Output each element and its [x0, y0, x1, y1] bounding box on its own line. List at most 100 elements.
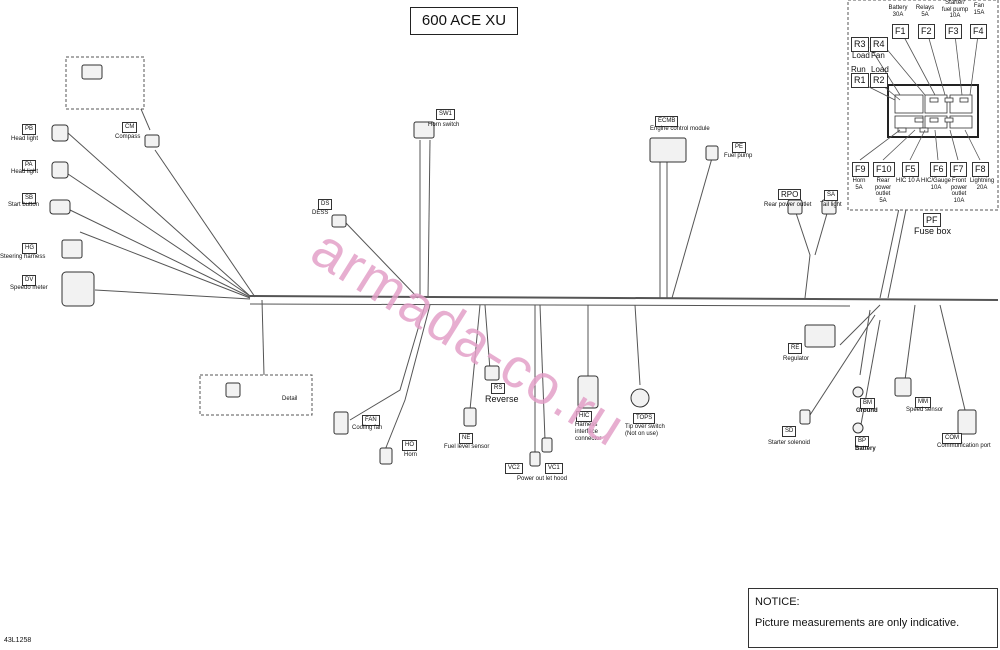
fuse-f2-rating: Relays 5A [915, 5, 935, 18]
wire-detail [261, 299, 265, 376]
detail-sketch [225, 382, 241, 398]
connector-pb-shape [51, 124, 69, 142]
connector-hg-shape [61, 239, 83, 259]
wire-rs [484, 304, 491, 371]
tag-bp: BP [855, 436, 870, 447]
tag-fan: FAN [362, 415, 380, 426]
label-battery: Battery [855, 446, 876, 452]
tag-pf: PF [923, 213, 941, 227]
drawing-reference: 43L1258 [4, 637, 32, 644]
relay-r3-label: Load [852, 51, 870, 60]
tag-dv: DV [22, 275, 37, 286]
label-tip-over-switch: Tip over switch (Not on use) [625, 424, 665, 437]
label-head-light-pa: Head light [11, 169, 39, 175]
fuse-f10-rating: Rear power outlet 5A [874, 178, 892, 204]
tag-sb: SB [22, 193, 37, 204]
fuse-f4-rating: Fan 15A [973, 3, 985, 16]
connector-vc1-shape [541, 437, 553, 453]
connector-ne-shape [463, 407, 477, 427]
connector-cm-shape [144, 134, 160, 148]
wire-sa [814, 209, 829, 256]
label-cooling-fan: Cooling fan [352, 425, 383, 431]
relay-r2: R2 [870, 73, 888, 88]
label-starter-solenoid: Starter solenoid [768, 440, 811, 446]
connector-re-shape [804, 324, 836, 348]
tag-pb: PB [22, 124, 37, 135]
connector-compass-detail-shape [81, 64, 103, 80]
relay-r2-label: Load [871, 65, 889, 74]
tag-ds: DS [318, 199, 333, 210]
connector-bp-shape [852, 422, 864, 434]
label-engine-control-module: Engine control module [650, 126, 710, 132]
wire-ho [384, 304, 431, 451]
main-trunk-lower [249, 303, 851, 307]
wire-cm [154, 149, 256, 298]
tag-mm: MM [915, 397, 931, 408]
tag-pe: PE [732, 142, 747, 153]
tag-sa: SA [824, 190, 839, 201]
connector-rs-shape [484, 365, 500, 381]
relay-r3: R3 [851, 37, 869, 52]
tag-ho: HO [402, 440, 417, 451]
connector-dv-shape [61, 271, 95, 307]
label-ground: Ground [856, 408, 878, 414]
wire-sw1b [427, 139, 431, 299]
notice-box: NOTICE: Picture measurements are only in… [748, 588, 998, 648]
tag-vc2: VC2 [505, 463, 523, 474]
connector-sw1-shape [413, 121, 435, 139]
tag-hg: HG [22, 243, 37, 254]
label-regulator: Regulator [783, 356, 810, 362]
tag-ne: NE [459, 433, 474, 444]
label-fuel-pump: Fuel pump [724, 153, 753, 159]
main-trunk [249, 295, 999, 301]
relay-r1: R1 [851, 73, 869, 88]
fuse-f8: F8 [972, 162, 989, 177]
wire-fuelpump [671, 157, 713, 299]
connector-com-shape [957, 409, 977, 435]
wire-com [939, 304, 966, 411]
fuse-f6: F6 [930, 162, 947, 177]
fuse-f7: F7 [950, 162, 967, 177]
wire-fan [349, 304, 426, 421]
tag-sw1: SW1 [436, 109, 456, 120]
label-start-button: Start button [8, 202, 40, 208]
fuse-f5: F5 [902, 162, 919, 177]
connector-ho-shape [379, 447, 393, 465]
wire-pa [64, 171, 251, 297]
fuse-f4: F4 [970, 24, 987, 39]
wire-tops [634, 304, 641, 386]
fuse-f5-rating: HIC 10 A [895, 178, 920, 184]
label-reverse: Reverse [485, 394, 519, 404]
connector-pa-shape [51, 161, 69, 179]
tag-tops: TOPS [633, 413, 656, 424]
wire-dess [344, 221, 419, 299]
tag-re: RE [788, 343, 803, 354]
fuse-f1-rating: Battery 30A [888, 5, 908, 18]
connector-sd-shape [799, 409, 811, 425]
tag-vc1: VC1 [545, 463, 563, 474]
wire-regulator [839, 304, 881, 346]
label-steering-harness: Steering harness [0, 254, 46, 260]
wire-pb [67, 132, 251, 297]
wire-ground [859, 309, 871, 376]
label-fuel-level-sensor: Fuel level sensor [444, 444, 490, 450]
label-horn: Horn [404, 452, 418, 458]
connector-vc2-shape [529, 451, 541, 467]
relay-r4: R4 [870, 37, 888, 52]
tag-bm: BM [860, 398, 875, 409]
connector-mm-shape [894, 377, 912, 397]
label-speed-sensor: Speed sensor [906, 407, 944, 413]
label-communication-port: Communication port [937, 443, 991, 449]
wire-battery [859, 319, 881, 431]
wire-rpo [794, 209, 811, 299]
wire-vc1 [539, 304, 546, 441]
connector-bm-shape [852, 386, 864, 398]
wire-sb [69, 209, 251, 298]
connector-rpo-shape [787, 199, 803, 215]
wire-solenoid [809, 314, 876, 416]
notice-heading: NOTICE: [755, 596, 800, 608]
label-tail-light: Tail light [820, 202, 842, 208]
connector-sb-shape [49, 199, 71, 215]
